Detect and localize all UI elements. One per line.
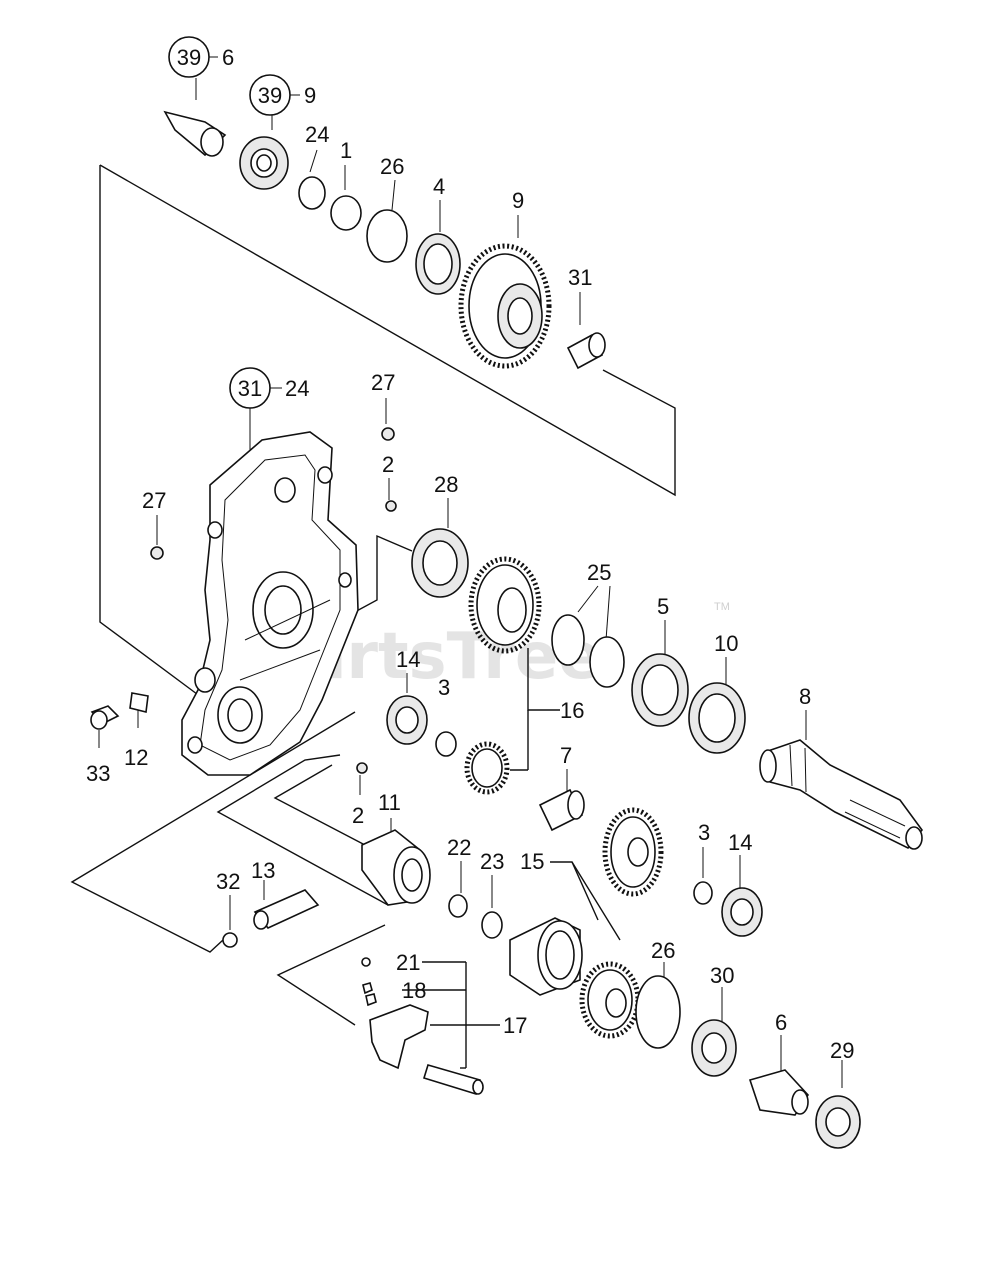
part-shift-rod-13	[253, 889, 320, 930]
callout-39-9: 39 9	[249, 74, 316, 116]
label: 3	[698, 820, 710, 845]
label: 10	[714, 631, 738, 656]
part-pinion-16	[464, 741, 510, 795]
part-pin-lower	[423, 1064, 484, 1096]
part-labels: 24 1 26 4 9 31 27 2 28 27 25 5 10 8 14 3…	[86, 122, 854, 1063]
part-gear-9	[458, 243, 552, 369]
part-clip-32	[222, 932, 238, 948]
label: 27	[142, 488, 166, 513]
callout-ref: 39	[177, 45, 201, 70]
label: 3	[438, 675, 450, 700]
part-sleeve-11	[361, 829, 431, 906]
callout-num: 9	[304, 83, 316, 108]
part-gear-16	[468, 556, 542, 654]
part-spline-shaft-6	[748, 1069, 810, 1116]
part-bolt-33	[90, 705, 120, 730]
part-shaft-top	[163, 110, 227, 157]
label: 28	[434, 472, 458, 497]
label: 25	[587, 560, 611, 585]
part-snap-ring-25b	[589, 636, 625, 688]
label: 5	[657, 594, 669, 619]
label: 2	[382, 452, 394, 477]
label: 15	[520, 849, 544, 874]
part-snap-ring-24	[298, 176, 326, 210]
part-seal-4	[415, 233, 461, 295]
callout-num: 24	[285, 376, 309, 401]
parts	[90, 110, 924, 1149]
label: 26	[651, 938, 675, 963]
part-ring-26-top	[366, 209, 408, 263]
part-gear-15	[602, 807, 664, 897]
part-bearing-top	[239, 136, 289, 190]
label: 21	[396, 950, 420, 975]
part-gear-lower	[579, 961, 641, 1039]
label: 2	[352, 803, 364, 828]
label: 16	[560, 698, 584, 723]
part-snap-ring-25a	[551, 614, 585, 666]
label: 30	[710, 963, 734, 988]
part-collar-31	[566, 332, 606, 370]
label: 1	[340, 138, 352, 163]
part-seal-5	[631, 653, 689, 727]
part-bearing-29	[815, 1095, 861, 1149]
part-plate-12	[129, 692, 149, 713]
label: 22	[447, 835, 471, 860]
part-pin-2b	[356, 762, 368, 774]
part-coupler	[509, 917, 583, 996]
watermark-trademark: TM	[714, 601, 730, 613]
label: 23	[480, 849, 504, 874]
part-dowel-27a	[381, 427, 395, 441]
label: 13	[251, 858, 275, 883]
part-bearing-28	[411, 528, 469, 598]
label: 12	[124, 745, 148, 770]
part-washer-3b	[693, 881, 713, 905]
part-shift-fork-17	[369, 1004, 429, 1070]
part-ring-1	[330, 195, 362, 231]
part-bearing-30	[691, 1019, 737, 1077]
callout-39-6: 39 6	[168, 36, 234, 78]
part-housing-case	[181, 431, 359, 776]
part-bearing-14b	[721, 887, 763, 937]
label: 26	[380, 154, 404, 179]
callout-num: 6	[222, 45, 234, 70]
label: 33	[86, 761, 110, 786]
label: 32	[216, 869, 240, 894]
label: 18	[402, 978, 426, 1003]
part-seal-10	[688, 682, 746, 754]
callout-31-24: 31 24	[229, 367, 309, 409]
label: 24	[305, 122, 329, 147]
part-output-shaft-8	[759, 739, 924, 850]
label: 6	[775, 1010, 787, 1035]
label: 8	[799, 684, 811, 709]
label: 7	[560, 743, 572, 768]
label: 9	[512, 188, 524, 213]
label: 11	[378, 790, 401, 815]
callout-ref: 31	[238, 376, 262, 401]
part-spring-18	[362, 982, 377, 1007]
label: 14	[396, 647, 420, 672]
part-pin-2a	[385, 500, 397, 512]
label: 17	[503, 1013, 527, 1038]
part-washer-3a	[435, 731, 457, 757]
part-ring-26-lower	[635, 975, 681, 1049]
part-dowel-27b	[150, 546, 164, 560]
part-ring-23	[481, 911, 503, 939]
label: 14	[728, 830, 752, 855]
part-ball-21	[361, 957, 371, 967]
part-ring-22	[448, 894, 468, 918]
callout-ref: 39	[258, 83, 282, 108]
label: 29	[830, 1038, 854, 1063]
label: 31	[568, 265, 592, 290]
label: 4	[433, 174, 445, 199]
label: 27	[371, 370, 395, 395]
part-spline-shaft-7	[538, 788, 585, 832]
part-bearing-14a	[386, 695, 428, 745]
